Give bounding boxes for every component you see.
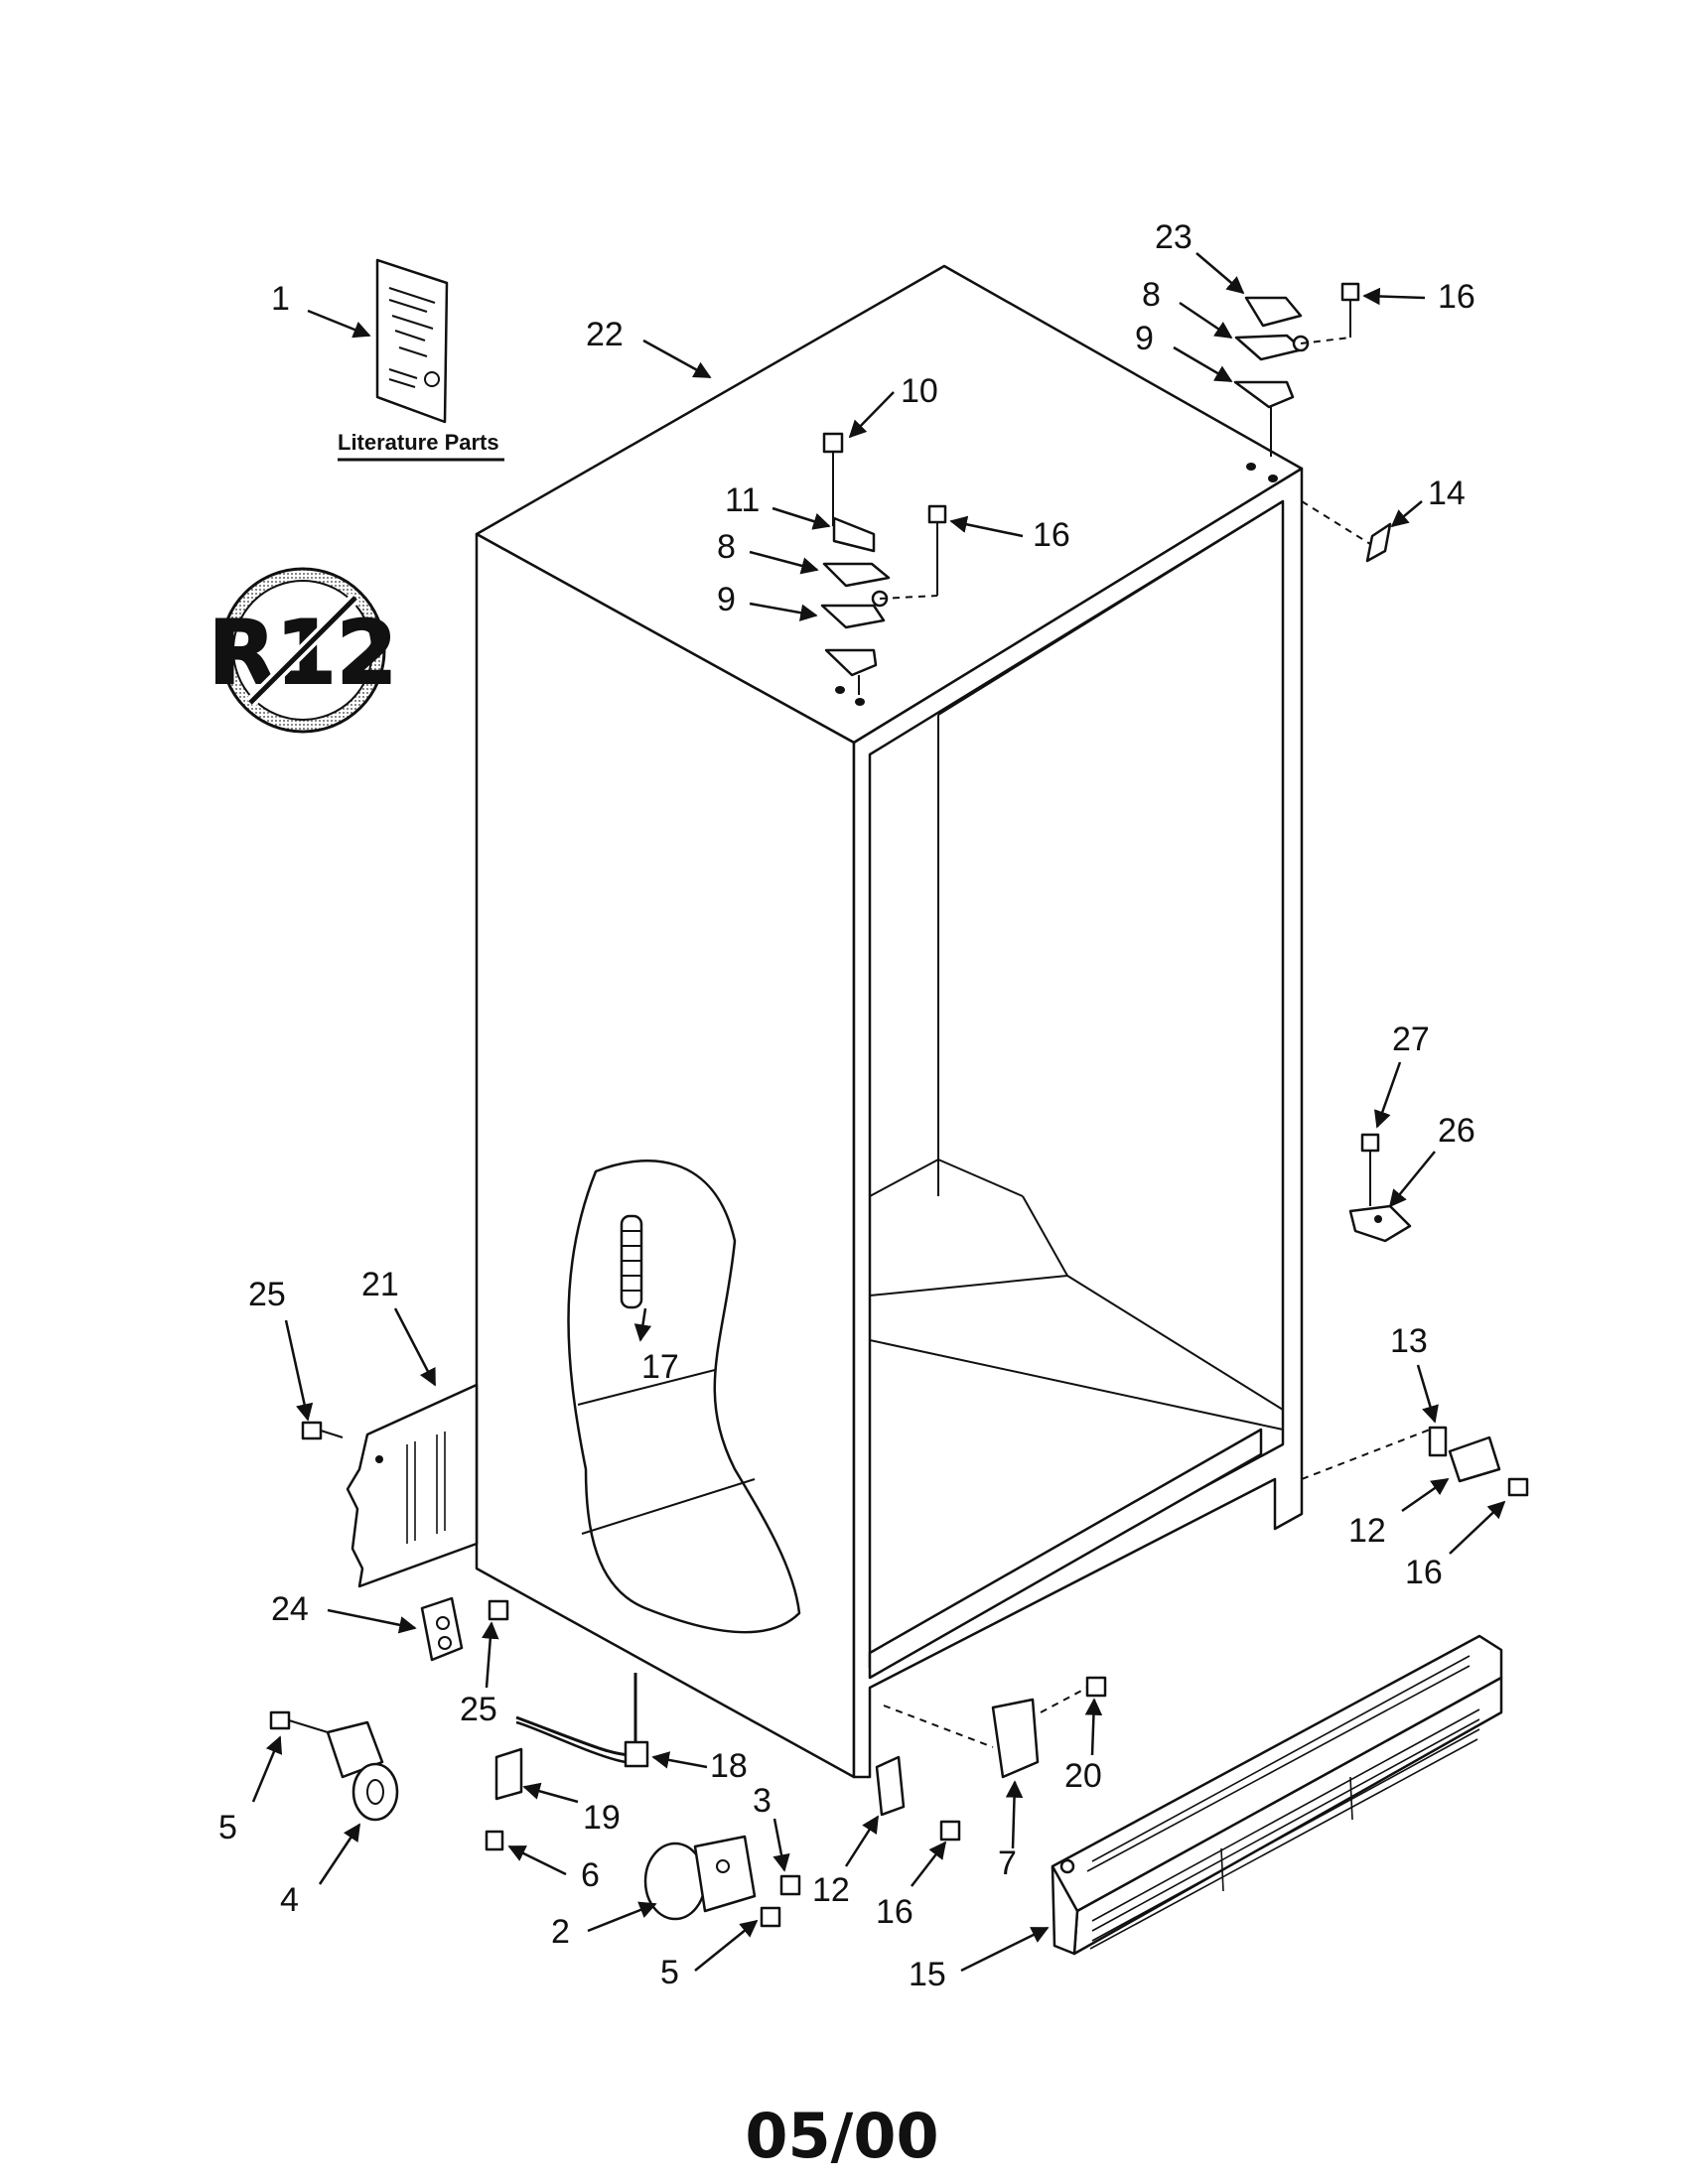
- callout-18: 18: [710, 1747, 748, 1785]
- callout-2: 2: [551, 1913, 570, 1951]
- callout-16-bottom: 16: [876, 1893, 913, 1931]
- top-hinge-left: [820, 432, 947, 695]
- literature-booklet: [375, 258, 449, 424]
- callout-25-left: 25: [248, 1276, 286, 1313]
- callout-5-bottom: 5: [660, 1954, 679, 1991]
- rear-roller: [269, 1710, 399, 1822]
- callout-21: 21: [361, 1266, 399, 1303]
- callout-3: 3: [753, 1782, 772, 1820]
- cutaway-condenser-tube: [567, 1160, 801, 1634]
- callout-22: 22: [586, 316, 624, 353]
- callout-24: 24: [271, 1590, 309, 1628]
- callout-16-top-right: 16: [1438, 278, 1475, 316]
- callout-15: 15: [909, 1956, 946, 1993]
- callout-20: 20: [1064, 1757, 1102, 1795]
- callout-4: 4: [280, 1881, 299, 1919]
- callout-26: 26: [1438, 1112, 1475, 1150]
- callout-11: 11: [725, 481, 760, 519]
- drain-tube: [485, 1673, 649, 1851]
- screw-25-left: [301, 1421, 323, 1440]
- callout-23: 23: [1155, 218, 1193, 256]
- callout-8-left: 8: [717, 528, 736, 566]
- screw-25-bottom: [488, 1599, 509, 1621]
- callout-16-top-left: 16: [1033, 516, 1070, 554]
- callout-25-bottom: 25: [460, 1691, 497, 1728]
- callout-27: 27: [1392, 1021, 1430, 1058]
- callout-9-left: 9: [717, 581, 736, 618]
- callout-7: 7: [998, 1844, 1017, 1882]
- door-stop-clip: [1301, 500, 1392, 563]
- bottom-center-hinge: [875, 1755, 961, 1842]
- callout-12-bottom: 12: [812, 1871, 850, 1909]
- callout-6: 6: [581, 1856, 600, 1894]
- front-grille: [1051, 1634, 1503, 1956]
- callout-12-right: 12: [1348, 1512, 1386, 1550]
- rear-access-panel: [346, 1383, 479, 1588]
- callout-17: 17: [641, 1348, 679, 1386]
- callout-1: 1: [271, 280, 290, 318]
- callout-10: 10: [901, 372, 938, 410]
- callout-5-left: 5: [218, 1809, 237, 1846]
- leveling-bracket: [420, 1596, 464, 1662]
- top-hinge-right: [1233, 282, 1360, 457]
- bracket-26: [1348, 1133, 1412, 1243]
- callout-8-right: 8: [1142, 276, 1161, 314]
- callout-16-right: 16: [1405, 1554, 1443, 1591]
- literature-parts-label: Literature Parts: [338, 430, 499, 455]
- callout-labels: 1 22 10 11 8 9 16 23 8 9 16 14 27 26 25 …: [218, 218, 1475, 1993]
- callout-9-right: 9: [1135, 320, 1154, 357]
- r12-symbol-text: R12: [209, 602, 397, 704]
- leader-arrows: [251, 252, 1506, 1973]
- bottom-right-hinge: [1301, 1426, 1529, 1497]
- refrigerator-cabinet: [475, 264, 1304, 1779]
- callout-19: 19: [583, 1799, 621, 1837]
- front-roller: [643, 1835, 801, 1928]
- callout-13: 13: [1390, 1322, 1428, 1360]
- grille-bracket: [883, 1676, 1107, 1779]
- footer-date-code: 05/00: [745, 2100, 938, 2172]
- callout-14: 14: [1428, 475, 1466, 512]
- no-r12-symbol: R12: [208, 567, 398, 734]
